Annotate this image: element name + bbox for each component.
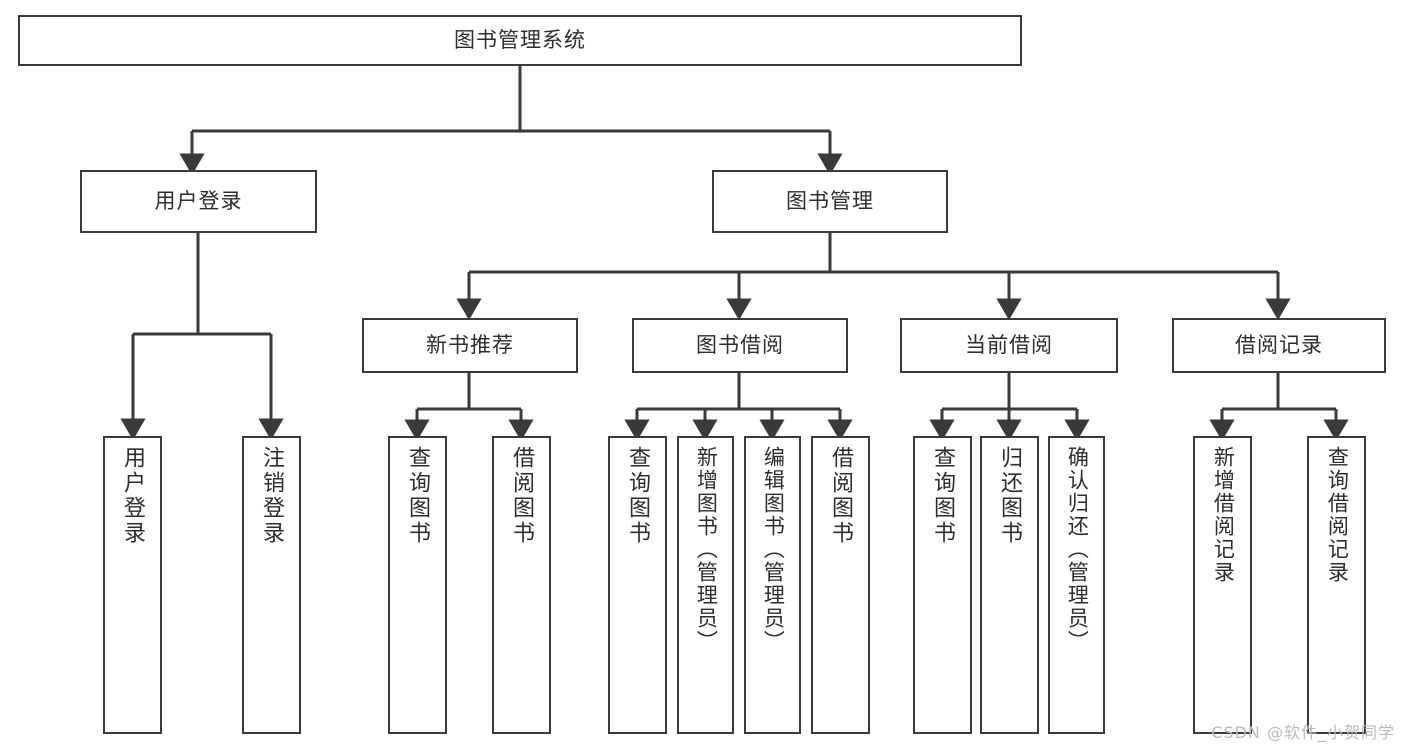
leaf-edit-book-label: 编辑图书（管理员）	[761, 446, 786, 653]
leaf-user-login[interactable]: 用户登录	[103, 436, 162, 734]
node-new-book-rec-label: 新书推荐	[426, 332, 514, 357]
leaf-borrow-book-1-label: 借阅图书	[509, 446, 535, 546]
leaf-query-book-2[interactable]: 查询图书	[608, 436, 667, 734]
leaf-query-book-2-label: 查询图书	[625, 446, 651, 546]
leaf-query-book-3-label: 查询图书	[930, 446, 956, 546]
node-borrow-record-label: 借阅记录	[1235, 332, 1323, 357]
leaf-user-login-label: 用户登录	[120, 446, 146, 546]
node-book-manage-label: 图书管理	[786, 188, 874, 213]
node-current-borrow-label: 当前借阅	[965, 332, 1053, 357]
leaf-add-book-label: 新增图书（管理员）	[694, 446, 719, 653]
leaf-user-logout-label: 注销登录	[259, 446, 285, 546]
leaf-edit-book[interactable]: 编辑图书（管理员）	[744, 436, 801, 734]
leaf-return-book-label: 归还图书	[997, 446, 1023, 546]
node-book-borrow[interactable]: 图书借阅	[632, 318, 848, 373]
leaf-borrow-book-2[interactable]: 借阅图书	[811, 436, 870, 734]
node-user-login-label: 用户登录	[154, 188, 243, 213]
node-borrow-record[interactable]: 借阅记录	[1172, 318, 1386, 373]
leaf-return-book[interactable]: 归还图书	[980, 436, 1039, 734]
leaf-query-book-1-label: 查询图书	[405, 446, 431, 546]
node-current-borrow[interactable]: 当前借阅	[900, 318, 1118, 373]
node-book-manage[interactable]: 图书管理	[712, 170, 948, 233]
leaf-borrow-book-1[interactable]: 借阅图书	[492, 436, 551, 734]
node-new-book-rec[interactable]: 新书推荐	[362, 318, 578, 373]
leaf-confirm-return-label: 确认归还（管理员）	[1065, 446, 1090, 653]
leaf-add-record-label: 新增借阅记录	[1211, 446, 1236, 584]
leaf-user-logout[interactable]: 注销登录	[242, 436, 301, 734]
leaf-add-book[interactable]: 新增图书（管理员）	[677, 436, 734, 734]
watermark: CSDN @软件_小贺同学	[1211, 723, 1395, 742]
leaf-query-record-label: 查询借阅记录	[1325, 446, 1350, 584]
leaf-query-book-1[interactable]: 查询图书	[388, 436, 447, 734]
leaf-query-book-3[interactable]: 查询图书	[913, 436, 972, 734]
node-root[interactable]: 图书管理系统	[18, 15, 1022, 66]
node-book-borrow-label: 图书借阅	[696, 332, 784, 357]
leaf-borrow-book-2-label: 借阅图书	[828, 446, 854, 546]
node-user-login[interactable]: 用户登录	[80, 170, 317, 233]
leaf-confirm-return[interactable]: 确认归还（管理员）	[1048, 436, 1105, 734]
leaf-query-record[interactable]: 查询借阅记录	[1307, 436, 1366, 734]
node-root-label: 图书管理系统	[454, 27, 586, 52]
leaf-add-record[interactable]: 新增借阅记录	[1193, 436, 1252, 734]
